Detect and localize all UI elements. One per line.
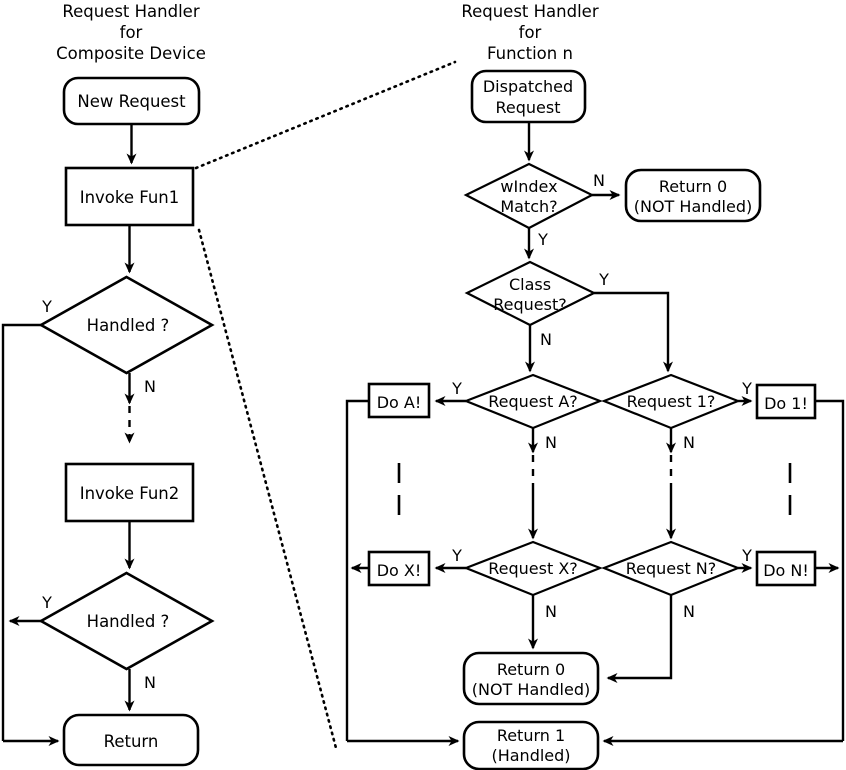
node-return0-top[interactable]: Return 0 (NOT Handled) [624, 168, 762, 223]
node-handled-1[interactable]: Handled ? [38, 275, 215, 375]
node-do-n-label: Do N! [763, 561, 809, 580]
edge-label-windex-no: N [593, 171, 605, 190]
node-new-request[interactable]: New Request [62, 76, 201, 126]
node-return[interactable]: Return [62, 713, 200, 767]
node-windex-match-line-1: wIndex [500, 177, 557, 196]
node-invoke-fun2-label: Invoke Fun2 [80, 484, 180, 503]
callout-upper-dotted-line [194, 60, 457, 170]
edge-request-n-no-path [606, 595, 673, 683]
panel-function-n-title-line-2: for [519, 23, 542, 42]
edge-label-class-no: N [540, 330, 552, 349]
node-do-x[interactable]: Do X! [367, 550, 431, 587]
edge-do-a-to-return1-rail [345, 399, 369, 741]
edge-handled-1-yes-path [1, 323, 41, 741]
node-do-n-shape [755, 550, 817, 587]
node-handled-2-label: Handled ? [87, 612, 170, 631]
node-do-a[interactable]: Do A! [367, 382, 431, 419]
node-handled-2-shape [38, 571, 215, 671]
node-invoke-fun1-shape [64, 166, 195, 227]
node-return0-top-line-2: (NOT Handled) [634, 197, 752, 216]
edge-label-handled-2-yes: Y [41, 593, 52, 612]
panel-composite-title-line-1: Request Handler [62, 2, 199, 21]
node-do-x-shape [367, 550, 431, 587]
node-handled-1-label: Handled ? [87, 316, 170, 335]
node-windex-match[interactable]: wIndex Match? [463, 162, 595, 230]
panel-function-n-title-line-3: Function n [487, 44, 573, 63]
edge-label-request-n-yes: Y [741, 546, 752, 565]
node-return1-line-2: (Handled) [491, 746, 570, 765]
node-return0-bottom-line-2: (NOT Handled) [472, 680, 590, 699]
edge-label-request-x-yes: Y [451, 546, 462, 565]
node-request-n-label: Request N? [626, 559, 717, 578]
callout-lower-dotted-line [197, 228, 338, 750]
node-do-1[interactable]: Do 1! [755, 383, 817, 420]
node-do-x-label: Do X! [377, 561, 422, 580]
node-return1[interactable]: Return 1 (Handled) [462, 720, 600, 770]
node-dispatched-request[interactable]: Dispatched Request [470, 69, 587, 124]
node-class-request[interactable]: Class Request? [464, 260, 597, 327]
edge-class-yes-path [594, 291, 673, 373]
edge-label-request-a-yes: Y [451, 379, 462, 398]
node-dispatched-request-line-2: Request [496, 98, 561, 117]
node-request-x-label: Request X? [488, 559, 578, 578]
node-request-n[interactable]: Request N? [601, 540, 741, 597]
node-return0-bottom-line-1: Return 0 [497, 660, 565, 679]
edge-label-request-1-yes: Y [741, 379, 752, 398]
edge-label-handled-2-no: N [144, 673, 156, 692]
panel-composite-title-line-2: for [120, 23, 143, 42]
node-invoke-fun1-label: Invoke Fun1 [80, 188, 180, 207]
node-dispatched-request-line-1: Dispatched [483, 77, 573, 96]
node-handled-2[interactable]: Handled ? [38, 571, 215, 671]
edge-label-handled-1-no: N [144, 377, 156, 396]
edge-label-request-1-no: N [683, 433, 695, 452]
edge-label-request-n-no: N [683, 602, 695, 621]
node-request-a-label: Request A? [488, 392, 578, 411]
node-request-1-label: Request 1? [627, 392, 716, 411]
edge-label-handled-1-yes: Y [41, 297, 52, 316]
node-do-1-label: Do 1! [764, 394, 808, 413]
node-return1-line-1: Return 1 [497, 726, 565, 745]
node-request-1[interactable]: Request 1? [601, 373, 741, 430]
node-do-a-label: Do A! [377, 393, 422, 412]
panel-composite-title-line-3: Composite Device [56, 44, 206, 63]
panel-composite-title: Request Handler for Composite Device [56, 2, 206, 63]
node-return0-top-shape [624, 168, 762, 223]
node-handled-1-shape [38, 275, 215, 375]
node-return0-bottom[interactable]: Return 0 (NOT Handled) [462, 651, 600, 706]
node-return-shape [62, 713, 200, 767]
node-invoke-fun2[interactable]: Invoke Fun2 [64, 462, 195, 523]
node-new-request-label: New Request [77, 92, 186, 111]
node-request-a[interactable]: Request A? [463, 373, 603, 430]
node-invoke-fun1[interactable]: Invoke Fun1 [64, 166, 195, 227]
edge-label-request-a-no: N [545, 433, 557, 452]
panel-function-n-title: Request Handler for Function n [461, 2, 598, 63]
node-return-label: Return [104, 732, 159, 751]
node-return0-bottom-shape [462, 651, 600, 706]
edge-label-class-yes: Y [598, 270, 609, 289]
node-windex-match-line-2: Match? [500, 197, 557, 216]
panel-function-n-title-line-1: Request Handler [461, 2, 598, 21]
edge-label-request-x-no: N [545, 602, 557, 621]
node-windex-match-shape [463, 162, 595, 230]
node-do-n[interactable]: Do N! [755, 550, 817, 587]
node-class-request-line-1: Class [509, 275, 551, 294]
node-class-request-line-2: Request? [493, 295, 566, 314]
node-do-a-shape [367, 382, 431, 419]
edge-label-windex-yes: Y [537, 230, 548, 249]
node-request-x[interactable]: Request X? [463, 540, 603, 597]
node-return1-shape [462, 720, 600, 770]
edge-do-1-to-return1-rail [815, 399, 845, 741]
node-return0-top-line-1: Return 0 [659, 177, 727, 196]
